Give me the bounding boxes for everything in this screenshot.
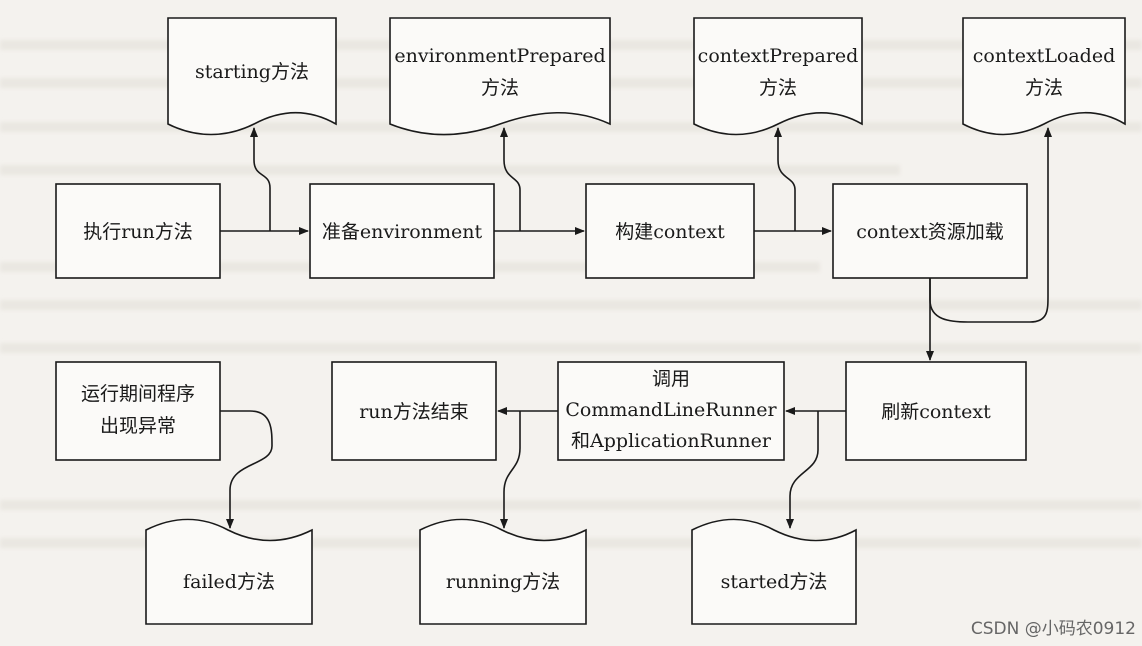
box-error-shape — [55, 361, 221, 461]
doc-environment-prepared-label-1: environmentPrepared — [394, 45, 605, 67]
box-env-shape — [309, 183, 495, 279]
arrow-load-to-context-loaded — [929, 127, 1052, 323]
box-end-shape — [331, 361, 497, 461]
arrow-to-starting — [250, 127, 271, 231]
background-text-line — [0, 165, 900, 175]
box-run-label: 执行run方法 — [83, 221, 193, 243]
doc-started-label: started方法 — [721, 571, 828, 593]
doc-running-shape — [419, 518, 587, 625]
doc-context-loaded-shape — [962, 17, 1126, 136]
box-run-shape — [55, 183, 221, 279]
box-env-label: 准备environment — [322, 221, 483, 243]
box-call-shape — [557, 361, 785, 461]
doc-starting-label: starting方法 — [195, 61, 309, 83]
doc-failed-label: failed方法 — [183, 571, 275, 593]
background-text-line — [0, 300, 1142, 310]
box-refresh-label: 刷新context — [881, 401, 991, 423]
box-refresh-shape — [845, 361, 1027, 461]
doc-started-shape — [691, 518, 857, 625]
arrow-error-to-failed — [220, 410, 273, 529]
doc-running-label: running方法 — [446, 571, 560, 593]
background-text-line — [0, 500, 1142, 510]
box-call-label-1: 调用 — [652, 368, 690, 390]
doc-context-prepared-shape — [693, 17, 863, 136]
doc-context-loaded-label-2: 方法 — [1025, 77, 1063, 99]
doc-context-loaded-label-1: contextLoaded — [973, 45, 1116, 67]
background-text-line — [0, 343, 1142, 353]
box-load-label: context资源加载 — [856, 221, 1004, 243]
box-build-shape — [585, 183, 755, 279]
arrow-to-running — [500, 411, 521, 529]
box-build-label: 构建context — [615, 221, 725, 243]
arrow-to-started — [786, 411, 819, 529]
doc-environment-prepared-shape — [389, 17, 611, 136]
doc-context-prepared-label-2: 方法 — [759, 77, 797, 99]
arrow-to-environment-prepared — [500, 127, 521, 231]
background-text-line — [0, 122, 1142, 132]
box-error-label-1: 运行期间程序 — [81, 383, 195, 405]
doc-context-prepared-label-1: contextPrepared — [698, 45, 859, 67]
doc-failed-shape — [145, 518, 313, 625]
box-error-label-2: 出现异常 — [100, 415, 176, 437]
doc-starting-shape — [167, 17, 337, 136]
doc-environment-prepared-label-2: 方法 — [481, 77, 519, 99]
box-call-label-3: 和ApplicationRunner — [571, 430, 772, 452]
box-call-label-2: CommandLineRunner — [565, 399, 777, 421]
watermark: CSDN @小码农0912 — [971, 619, 1136, 639]
arrow-to-context-prepared — [774, 127, 796, 231]
box-end-label: run方法结束 — [359, 401, 469, 423]
